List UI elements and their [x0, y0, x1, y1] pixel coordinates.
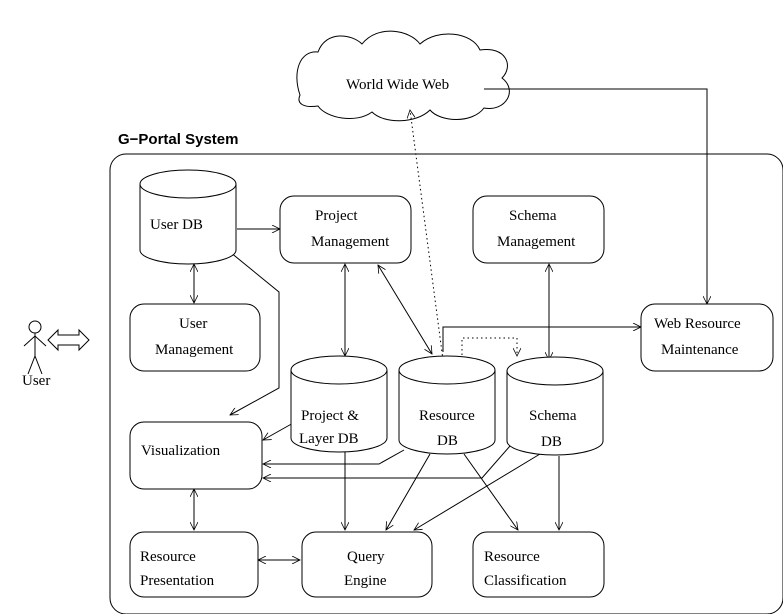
visualization-line-1: Visualization [141, 443, 221, 459]
system-title: G−Portal System [118, 131, 238, 148]
user-label: User [22, 373, 50, 389]
schema-db-line-2: DB [541, 434, 562, 450]
project-layer-db-line-1: Project & [301, 408, 359, 424]
query-engine-line-2: Engine [344, 573, 387, 589]
resource-db: Resource DB [398, 355, 496, 455]
schema-db-line-1: Schema [529, 408, 577, 424]
user-actor: User [22, 320, 50, 389]
resource-classification: Resource Classification [472, 531, 605, 598]
cloud-label: World Wide Web [346, 77, 449, 93]
query-engine: Query Engine [301, 531, 433, 598]
project-layer-db: Project & Layer DB [290, 355, 388, 453]
user-management-line-1: User [179, 316, 207, 332]
resource-db-line-2: DB [437, 433, 458, 449]
project-management: Project Management [279, 195, 412, 264]
resource-presentation-line-1: Resource [140, 549, 196, 565]
user-double-arrow [47, 328, 90, 352]
web-resource-maintenance-line-1: Web Resource [654, 316, 741, 332]
web-resource-maintenance-line-2: Maintenance [661, 342, 739, 358]
world-wide-web-cloud: World Wide Web [296, 30, 510, 122]
resource-presentation: Resource Presentation [129, 531, 259, 598]
web-resource-maintenance: Web Resource Maintenance [640, 303, 774, 372]
project-management-line-1: Project [315, 208, 358, 224]
connectors [194, 88, 707, 560]
system-boundary [109, 153, 783, 614]
user-management: User Management [129, 303, 261, 372]
schema-management-line-2: Management [497, 234, 576, 250]
schema-db: Schema DB [506, 356, 604, 456]
schema-management-line-1: Schema [509, 208, 557, 224]
visualization: Visualization [129, 421, 263, 490]
resource-db-line-1: Resource [419, 408, 475, 424]
query-engine-line-1: Query [347, 549, 385, 565]
schema-management: Schema Management [472, 195, 605, 264]
project-management-line-2: Management [311, 234, 390, 250]
resource-classification-line-1: Resource [484, 549, 540, 565]
resource-presentation-line-2: Presentation [140, 573, 215, 589]
user-management-line-2: Management [155, 342, 234, 358]
user-db: User DB [139, 169, 237, 265]
project-layer-db-line-2: Layer DB [299, 431, 359, 447]
user-db-line-1: User DB [150, 217, 203, 233]
resource-classification-line-2: Classification [484, 573, 567, 589]
